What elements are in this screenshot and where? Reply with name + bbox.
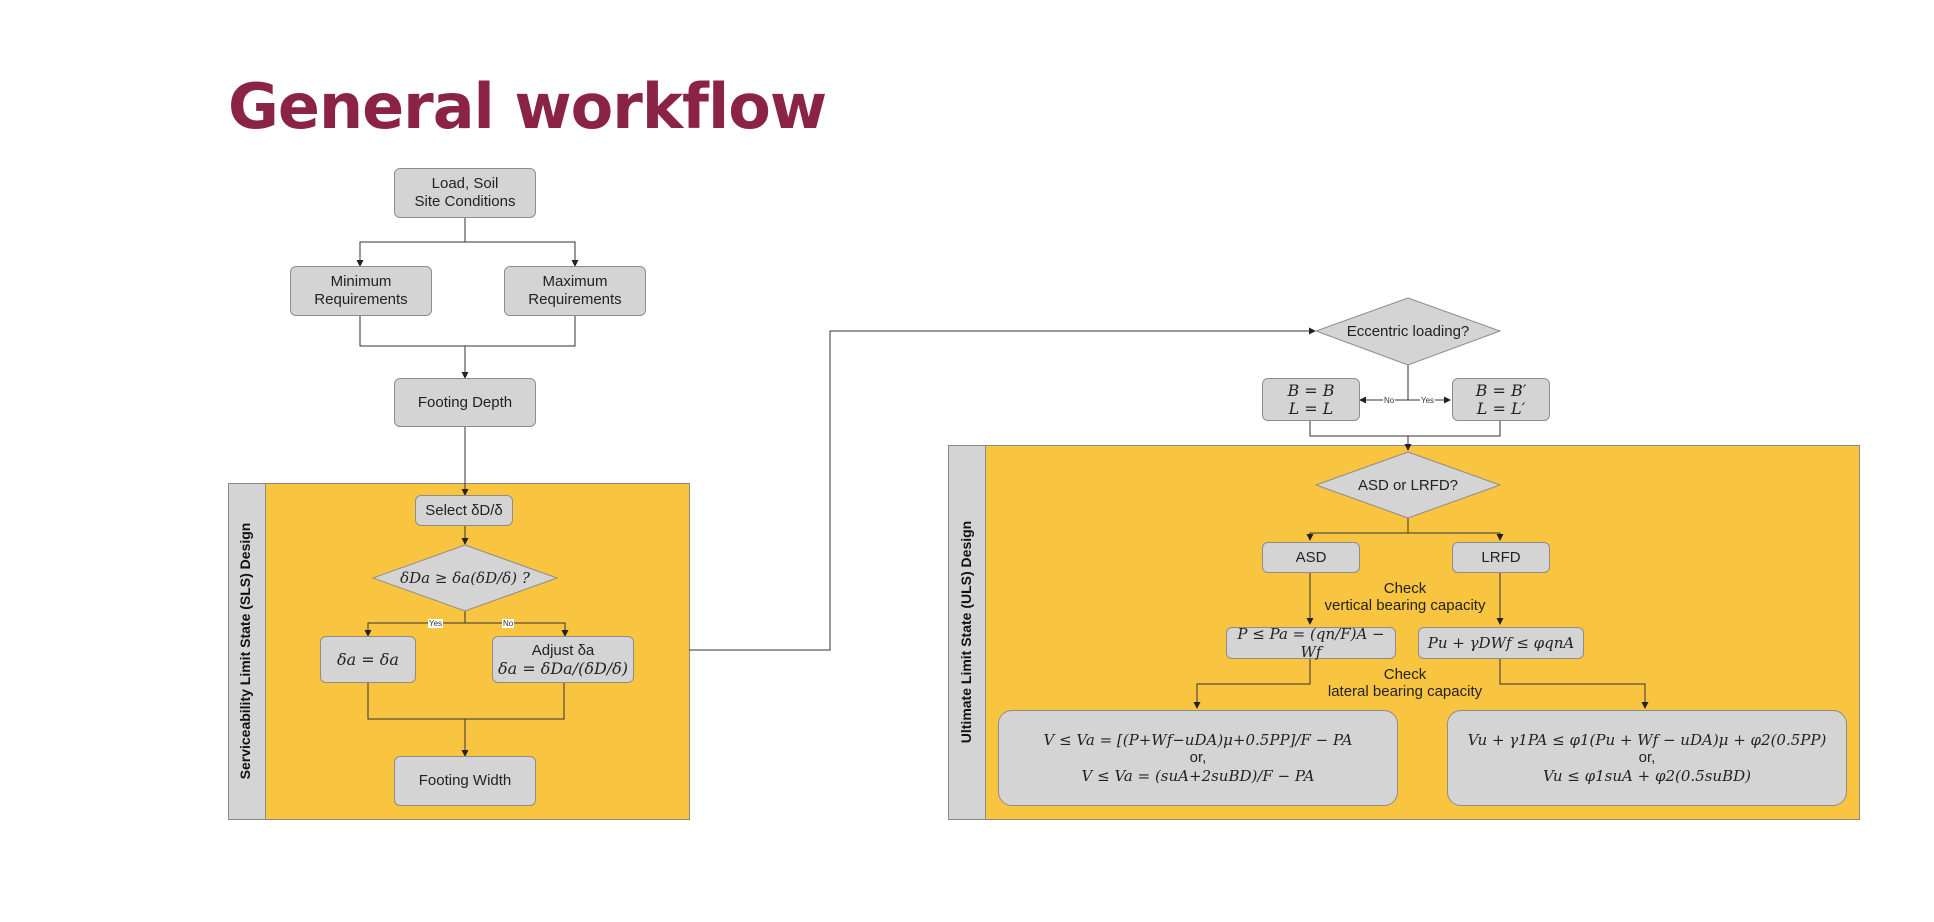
select-delta-node: Select δD/δ bbox=[415, 495, 513, 526]
lateral-capacity-note: Check lateral bearing capacity bbox=[1327, 666, 1483, 700]
delta-equal-node: δa = δa bbox=[320, 636, 416, 683]
load-soil-node: Load, Soil Site Conditions bbox=[394, 168, 536, 218]
maximum-requirements-node: Maximum Requirements bbox=[504, 266, 646, 316]
footing-depth-node: Footing Depth bbox=[394, 378, 536, 427]
delta-check-diamond bbox=[371, 544, 559, 612]
lrfd-vertical-check: Pu + γDWf ≤ φqnA bbox=[1418, 627, 1584, 659]
lrfd-lateral-check: Vu + γ1PA ≤ φ1(Pu + Wf − uDA)μ + φ2(0.5P… bbox=[1447, 710, 1847, 806]
edge-label-no-ecc: No bbox=[1383, 396, 1396, 405]
adjust-delta-node: Adjust δa δa = δDa/(δD/δ) bbox=[492, 636, 634, 683]
edge-label-yes-ecc: Yes bbox=[1420, 396, 1436, 405]
eccentric-diamond bbox=[1314, 297, 1502, 366]
footing-width-node: Footing Width bbox=[394, 756, 536, 806]
slide-title: General workflow bbox=[228, 70, 827, 143]
uls-panel-side bbox=[949, 446, 986, 819]
eccentricity-node: B = B′ L = L′ bbox=[1452, 378, 1550, 421]
asd-lrfd-diamond bbox=[1314, 451, 1502, 519]
vertical-capacity-note: Check vertical bearing capacity bbox=[1324, 580, 1486, 614]
lrfd-node: LRFD bbox=[1452, 542, 1550, 573]
eccentric-loading-text: Eccentric loading? bbox=[1346, 322, 1470, 340]
delta-check-text: δDa ≥ δa(δD/δ) ? bbox=[400, 569, 530, 587]
no-eccentricity-node: B = B L = L bbox=[1262, 378, 1360, 421]
asd-lateral-check: V ≤ Va = [(P+Wf−uDA)μ+0.5PP]/F − PA or, … bbox=[998, 710, 1398, 806]
asd-or-lrfd-text: ASD or LRFD? bbox=[1357, 476, 1459, 494]
asd-vertical-check: P ≤ Pa = (qn/F)A − Wf bbox=[1226, 625, 1396, 661]
sls-panel-side bbox=[229, 484, 266, 819]
minimum-requirements-node: Minimum Requirements bbox=[290, 266, 432, 316]
edge-label-no: No bbox=[502, 619, 515, 628]
asd-node: ASD bbox=[1262, 542, 1360, 573]
edge-label-yes: Yes bbox=[428, 619, 444, 628]
